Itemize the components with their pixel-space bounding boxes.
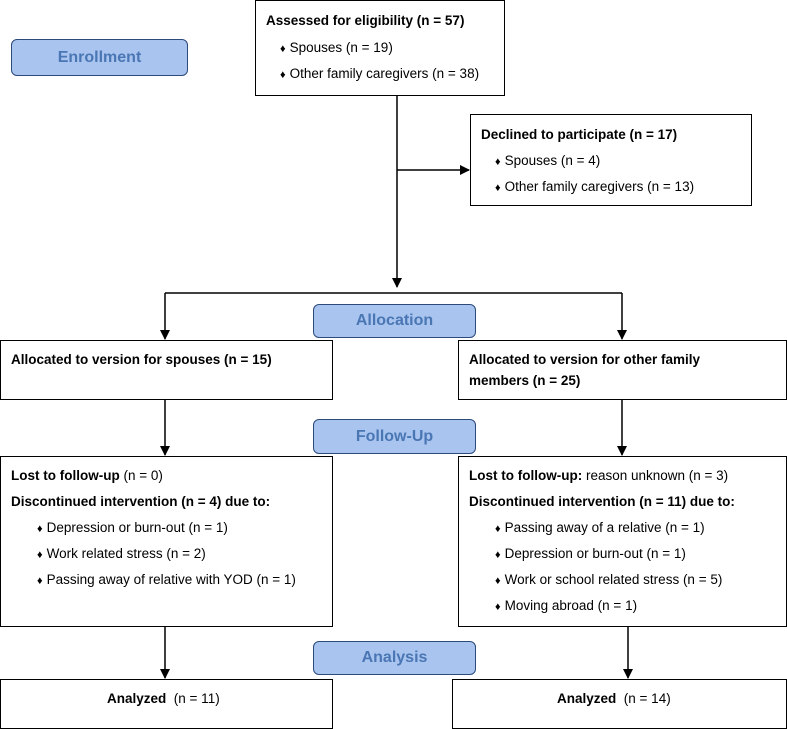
lost-to-followup-right: Lost to follow-up: reason unknown (n = 3… [469,468,729,483]
followup-left-box: Lost to follow-up (n = 0) Discontinued i… [0,456,333,627]
diamond-bullet-icon: ♦ [495,182,501,194]
discontinued-reason: ♦Moving abroad (n = 1) [495,598,638,613]
stage-allocation: Allocation [313,304,476,338]
diamond-bullet-icon: ♦ [495,523,501,535]
stage-analysis: Analysis [313,641,476,675]
allocated-other-title-line2: members (n = 25) [469,373,581,388]
followup-right-box: Lost to follow-up: reason unknown (n = 3… [458,456,787,627]
diamond-bullet-icon: ♦ [37,575,43,587]
diamond-bullet-icon: ♦ [280,43,286,55]
discontinued-reason: ♦Work related stress (n = 2) [37,546,206,561]
discontinued-reason: ♦Depression or burn-out (n = 1) [495,546,686,561]
discontinued-right: Discontinued intervention (n = 11) due t… [469,494,735,509]
assessed-item: ♦Other family caregivers (n = 38) [280,66,480,81]
analysis-right-box: Analyzed (n = 14) [452,679,787,729]
allocated-other-title-line1: Allocated to version for other family [469,352,701,367]
discontinued-reason: ♦Passing away of relative with YOD (n = … [37,572,296,587]
diamond-bullet-icon: ♦ [37,549,43,561]
allocated-spouses-box: Allocated to version for spouses (n = 15… [0,340,333,400]
analyzed-right: Analyzed (n = 14) [557,691,671,706]
discontinued-reason: ♦Work or school related stress (n = 5) [495,572,723,587]
assessed-item: ♦Spouses (n = 19) [280,40,393,55]
diamond-bullet-icon: ♦ [495,156,501,168]
declined-item: ♦Spouses (n = 4) [495,153,601,168]
discontinued-reason: ♦Depression or burn-out (n = 1) [37,520,228,535]
analyzed-left: Analyzed (n = 11) [107,691,220,706]
discontinued-left: Discontinued intervention (n = 4) due to… [11,494,271,509]
diamond-bullet-icon: ♦ [37,523,43,535]
allocated-other-box: Allocated to version for other family me… [458,340,787,400]
stage-follow-up: Follow-Up [313,419,476,454]
assessed-box: Assessed for eligibility (n = 57) ♦Spous… [255,0,505,96]
diamond-bullet-icon: ♦ [280,69,286,81]
allocated-spouses-title: Allocated to version for spouses (n = 15… [11,352,272,367]
stage-enrollment: Enrollment [11,39,188,76]
diamond-bullet-icon: ♦ [495,575,501,587]
diamond-bullet-icon: ♦ [495,549,501,561]
declined-title: Declined to participate (n = 17) [481,127,678,142]
declined-box: Declined to participate (n = 17) ♦Spouse… [470,114,752,206]
discontinued-reason: ♦Passing away of a relative (n = 1) [495,520,705,535]
lost-to-followup-left: Lost to follow-up (n = 0) [11,468,163,483]
analysis-left-box: Analyzed (n = 11) [0,679,333,729]
diamond-bullet-icon: ♦ [495,601,501,613]
declined-item: ♦Other family caregivers (n = 13) [495,179,695,194]
assessed-title: Assessed for eligibility (n = 57) [266,13,465,28]
